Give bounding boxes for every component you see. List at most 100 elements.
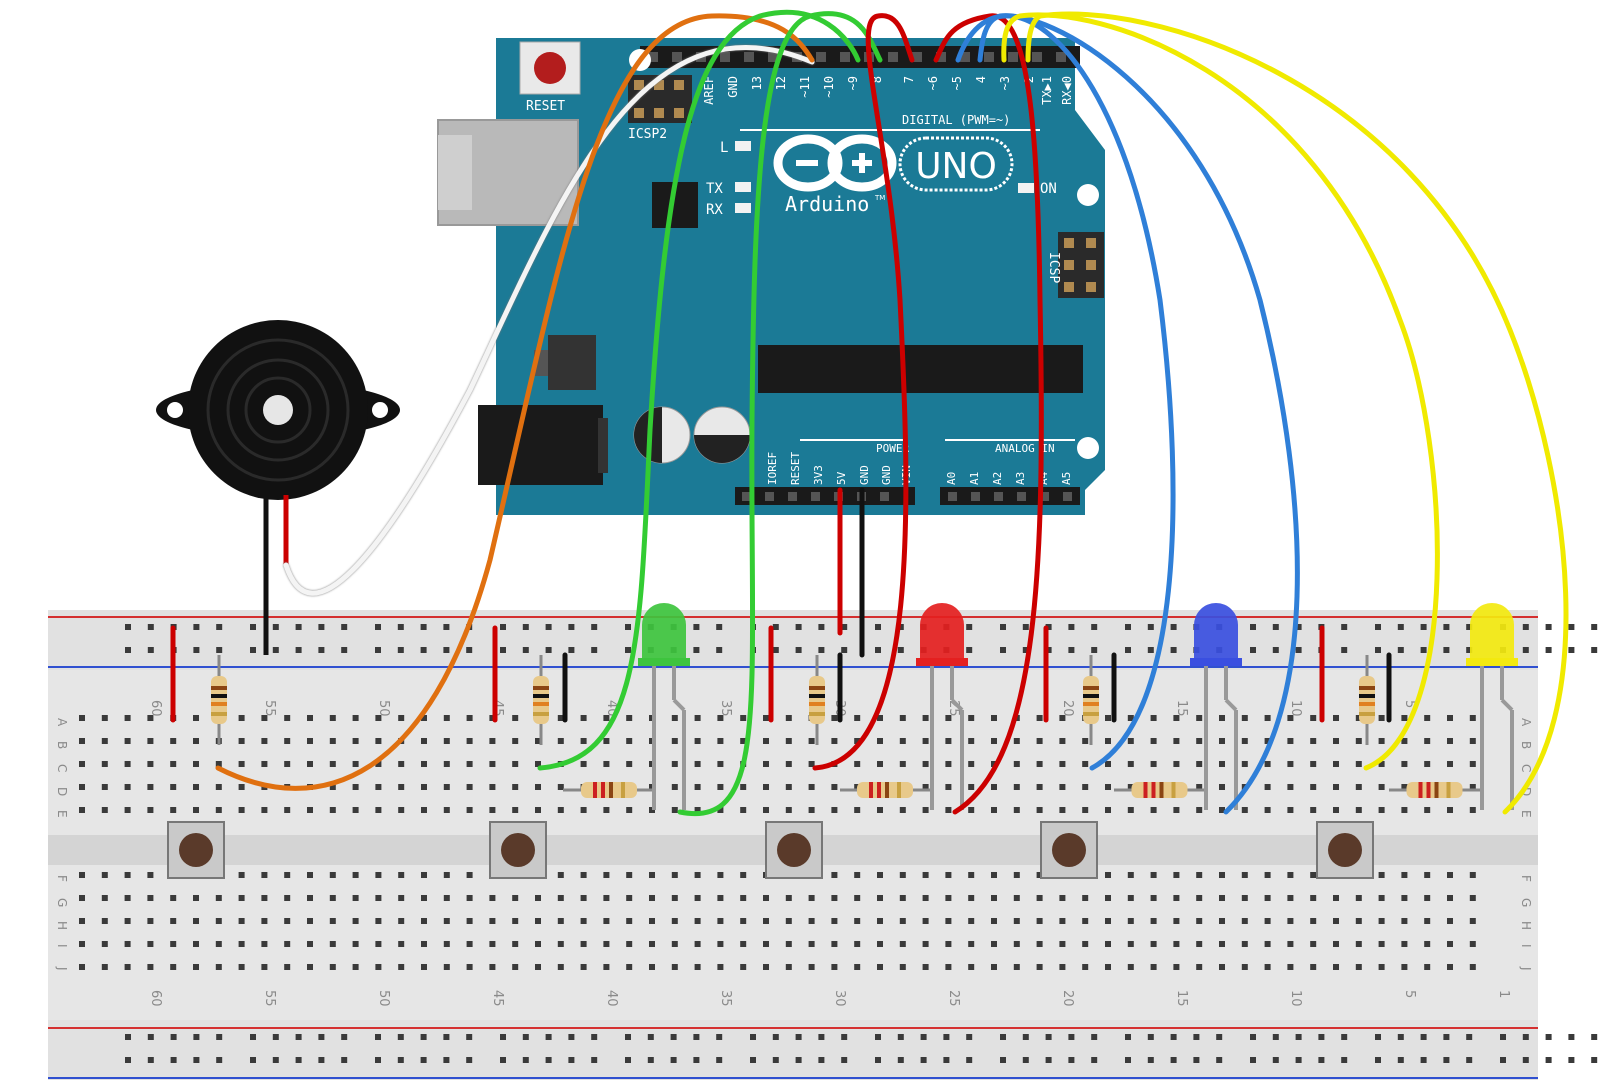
digital-pin-label: ~9 [846, 76, 860, 90]
rail-hole [1341, 647, 1348, 653]
breadboard-hole [1127, 715, 1134, 721]
row-letters-left: A B C D E F G H I J [55, 718, 69, 971]
breadboard-hole [740, 715, 747, 721]
rail-hole [125, 1057, 131, 1063]
row-letter: A [1519, 718, 1533, 727]
breadboard-hole [466, 738, 473, 744]
breadboard-hole [1287, 872, 1294, 878]
breadboard-hole [740, 784, 747, 790]
breadboard-hole [671, 761, 678, 767]
breadboard-hole [671, 738, 678, 744]
breadboard-hole [512, 964, 519, 970]
breadboard-hole [626, 807, 633, 813]
breadboard-hole [603, 761, 610, 767]
reset-button[interactable] [519, 41, 581, 95]
breadboard-hole [261, 715, 268, 721]
breadboard-hole [443, 784, 450, 790]
breadboard-hole [1127, 784, 1134, 790]
breadboard-hole [557, 738, 564, 744]
arduino-logo [773, 134, 897, 192]
breadboard-hole [831, 872, 838, 878]
rail-hole [920, 1057, 927, 1063]
breadboard: 60 55 50 45 40 35 30 25 20 15 10 5 60 55… [48, 610, 1598, 1080]
breadboard-hole [1401, 761, 1408, 767]
breadboard-hole [466, 941, 473, 947]
rail-hole [1591, 1057, 1598, 1063]
breadboard-hole [1219, 941, 1225, 947]
breadboard-hole [1150, 872, 1157, 878]
breadboard-hole [284, 807, 291, 813]
breadboard-hole [1401, 872, 1408, 878]
rail-hole [670, 1034, 677, 1040]
breadboard-hole [1333, 918, 1339, 924]
breadboard-hole [557, 784, 564, 790]
white-wire [283, 45, 815, 596]
breadboard-hole [535, 941, 541, 947]
breadboard-hole [603, 964, 610, 970]
header-pin [960, 52, 970, 62]
rail-hole [1568, 1034, 1575, 1040]
rail-hole [1500, 1034, 1506, 1040]
breadboard-hole [375, 964, 382, 970]
rail-hole [193, 1034, 200, 1040]
power-label: POWER [876, 442, 909, 455]
rail-hole [1522, 1034, 1529, 1040]
breadboard-hole [991, 895, 997, 901]
breadboard-hole [147, 872, 154, 878]
breadboard-hole [329, 918, 336, 924]
breadboard-hole [1173, 761, 1180, 767]
breadboard-hole [79, 784, 85, 790]
rail-hole [295, 647, 302, 653]
breadboard-hole [1424, 895, 1431, 901]
breadboard-hole [1196, 872, 1203, 878]
breadboard-hole [352, 807, 359, 813]
breadboard-hole [740, 738, 747, 744]
breadboard-hole [1059, 738, 1066, 744]
breadboard-hole [740, 807, 747, 813]
rail-hole [1466, 624, 1473, 630]
push-button[interactable] [765, 821, 823, 879]
breadboard-hole [831, 738, 838, 744]
breadboard-hole [922, 761, 929, 767]
breadboard-hole [489, 895, 496, 901]
rail-hole [1522, 1057, 1529, 1063]
breadboard-hole [626, 738, 633, 744]
rail-hole [420, 1057, 427, 1063]
breadboard-hole [535, 784, 541, 790]
breadboard-hole [489, 918, 496, 924]
breadboard-hole [1127, 807, 1134, 813]
breadboard-hole [1105, 918, 1111, 924]
breadboard-hole [1150, 895, 1157, 901]
column-number: 15 [1174, 990, 1189, 1007]
breadboard-hole [215, 941, 222, 947]
breadboard-hole [603, 941, 610, 947]
header-pin [1017, 492, 1026, 501]
rail-hole [1045, 647, 1052, 653]
rail-hole [500, 1057, 506, 1063]
breadboard-hole [1059, 941, 1066, 947]
push-button[interactable] [167, 821, 225, 879]
rail-hole [397, 647, 404, 653]
rail-hole [1250, 1057, 1256, 1063]
breadboard-hole [1264, 964, 1271, 970]
rail-hole [341, 1057, 348, 1063]
breadboard-hole [535, 895, 541, 901]
rail-hole [716, 1034, 723, 1040]
breadboard-hole [649, 918, 655, 924]
breadboard-hole [1264, 738, 1271, 744]
breadboard-hole [1219, 964, 1225, 970]
breadboard-hole [1196, 738, 1203, 744]
push-button[interactable] [489, 821, 547, 879]
breadboard-hole [1469, 807, 1476, 813]
rail-hole [420, 1034, 427, 1040]
breadboard-hole [466, 784, 473, 790]
breadboard-hole [398, 941, 405, 947]
breadboard-hole [170, 964, 177, 970]
rail-hole [443, 624, 450, 630]
push-button[interactable] [1316, 821, 1374, 879]
column-number: 25 [946, 990, 961, 1007]
push-button[interactable] [1040, 821, 1098, 879]
rail-hole [272, 1057, 279, 1063]
breadboard-hole [101, 872, 108, 878]
rail-hole [443, 1057, 450, 1063]
